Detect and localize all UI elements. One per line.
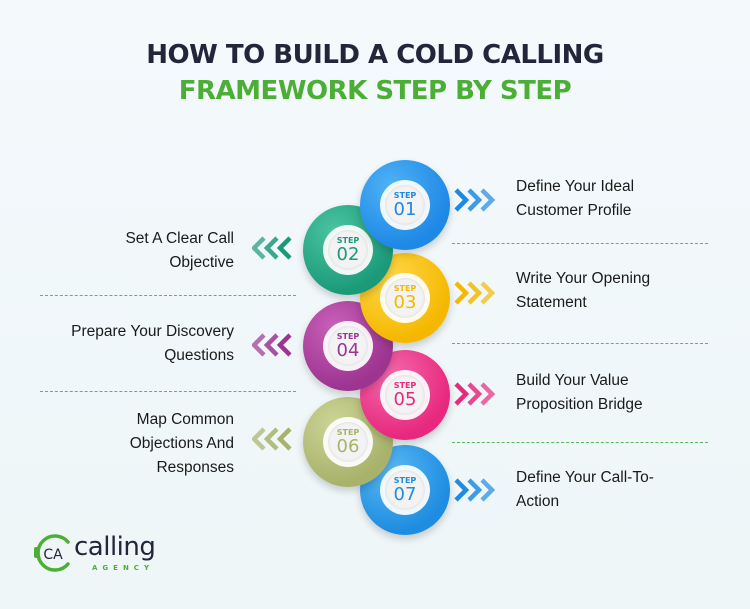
logo-name: calling <box>74 532 156 562</box>
step-02-text: Set A Clear Call Objective <box>4 227 234 275</box>
step-03-line2: Statement <box>516 294 587 311</box>
step-04-badge: STEP 04 <box>328 326 368 366</box>
step-01-label: STEP <box>393 191 417 200</box>
step-04-label: STEP <box>336 332 360 341</box>
step-02-line1: Set A Clear Call <box>125 230 234 247</box>
step-01-line1: Define Your Ideal <box>516 178 635 195</box>
step-02-badge: STEP 02 <box>328 230 368 270</box>
step-07-badge: STEP 07 <box>385 470 425 510</box>
divider <box>452 243 708 244</box>
chevron-right-icon <box>454 382 496 406</box>
step-05-line1: Build Your Value <box>516 372 629 389</box>
chevron-left-icon <box>252 333 292 357</box>
step-03-text: Write Your Opening Statement <box>516 267 716 315</box>
step-03-line1: Write Your Opening <box>516 270 651 287</box>
step-01-line2: Customer Profile <box>516 202 632 219</box>
step-03-label: STEP <box>393 284 417 293</box>
step-06-badge: STEP 06 <box>328 422 368 462</box>
chevron-left-icon <box>252 427 292 451</box>
step-05-label: STEP <box>393 381 417 390</box>
divider <box>40 295 296 296</box>
step-03-number: 03 <box>393 292 417 313</box>
page-title: HOW TO BUILD A COLD CALLING <box>146 40 604 70</box>
chevron-right-icon <box>454 281 496 305</box>
step-01-text: Define Your Ideal Customer Profile <box>516 175 716 223</box>
step-06-line2: Objections And <box>129 435 234 452</box>
step-06-label: STEP <box>336 428 360 437</box>
step-02-label: STEP <box>336 236 360 245</box>
page-subtitle: FRAMEWORK STEP BY STEP <box>178 76 572 106</box>
step-07-circle: STEP 07 <box>360 445 450 535</box>
chevron-right-icon <box>454 478 496 502</box>
step-07-line1: Define Your Call-To- <box>516 469 654 486</box>
step-01-number: 01 <box>393 199 417 220</box>
step-06-line1: Map Common <box>136 411 234 428</box>
step-04-line1: Prepare Your Discovery <box>71 323 234 340</box>
step-05-text: Build Your Value Proposition Bridge <box>516 369 716 417</box>
calling-agency-logo: CA <box>34 534 70 572</box>
step-06-line3: Responses <box>156 459 234 476</box>
step-01-badge: STEP 01 <box>385 185 425 225</box>
step-02-line2: Objective <box>169 254 234 271</box>
step-06-text: Map Common Objections And Responses <box>4 408 234 480</box>
step-06-number: 06 <box>336 436 360 457</box>
chevron-left-icon <box>252 236 292 260</box>
step-01-circle: STEP 01 <box>360 160 450 250</box>
step-03-badge: STEP 03 <box>385 278 425 318</box>
divider <box>452 442 708 443</box>
divider <box>40 391 296 392</box>
step-05-line2: Proposition Bridge <box>516 396 643 413</box>
step-05-number: 05 <box>393 389 417 410</box>
step-02-number: 02 <box>336 244 360 265</box>
step-04-text: Prepare Your Discovery Questions <box>4 320 234 368</box>
step-05-badge: STEP 05 <box>385 375 425 415</box>
step-07-line2: Action <box>516 493 560 510</box>
step-07-label: STEP <box>393 476 417 485</box>
chevron-right-icon <box>454 188 496 212</box>
step-04-number: 04 <box>336 340 360 361</box>
logo-subtitle: AGENCY <box>92 564 155 572</box>
divider <box>452 343 708 344</box>
svg-text:CA: CA <box>43 547 63 563</box>
step-07-number: 07 <box>393 484 417 505</box>
step-07-text: Define Your Call-To- Action <box>516 466 716 514</box>
step-04-line2: Questions <box>164 347 234 364</box>
